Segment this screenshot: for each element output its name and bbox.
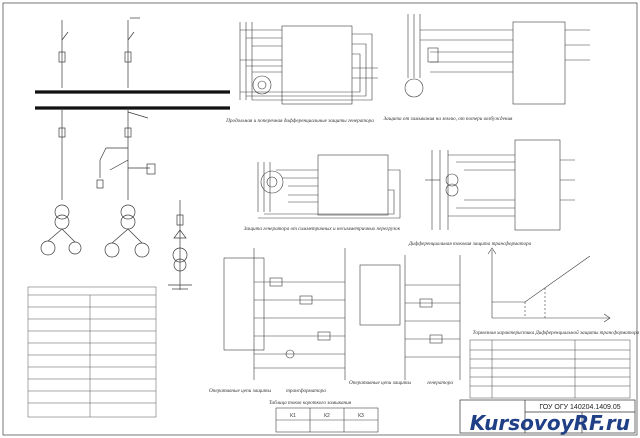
parameters-table [27, 286, 157, 418]
caption-ops-1: Оперативные цепи защиты [209, 388, 271, 394]
k-table-title: Таблица токов короткого замыкания [269, 399, 352, 406]
caption-field-loss: Защита от замыкания на землю, от потери … [384, 115, 513, 122]
k-table [275, 407, 379, 433]
stamp-code: ГОУ ОГУ 140204.1409.05 [539, 404, 620, 411]
caption-ops-gen: генератора [427, 380, 453, 386]
ops-circuit-generator [359, 255, 461, 380]
trafo-diff-protection [425, 139, 575, 231]
braking-characteristic [487, 247, 611, 323]
caption-gen-current: Защита генератора от симметричных и неси… [244, 226, 401, 232]
k-table-h3: К3 [358, 413, 364, 419]
k-table-h1: К1 [290, 413, 296, 419]
caption-ops-trafo: трансформатора [286, 387, 326, 394]
generator-overload-protection [257, 154, 401, 219]
title-block [459, 399, 636, 434]
legend-table [469, 339, 631, 399]
caption-ops-2: Оперативные цепи защиты [349, 380, 411, 386]
watermark: KursovoyRF.ru [470, 411, 630, 435]
ops-circuit-transformer [223, 248, 346, 380]
k-table-h2: К2 [324, 413, 330, 419]
caption-diff-generator: Продольная и поперечная дифференциальные… [225, 117, 374, 124]
field-loss-protection [404, 14, 590, 105]
caption-time-char: Тормозная характеристика Дифференциально… [473, 329, 640, 336]
single-line-diagram [35, 17, 230, 290]
caption-trafo-diff: Дифференциальная токовая защита трансфор… [408, 240, 532, 247]
diff-protection-generator [239, 22, 378, 105]
